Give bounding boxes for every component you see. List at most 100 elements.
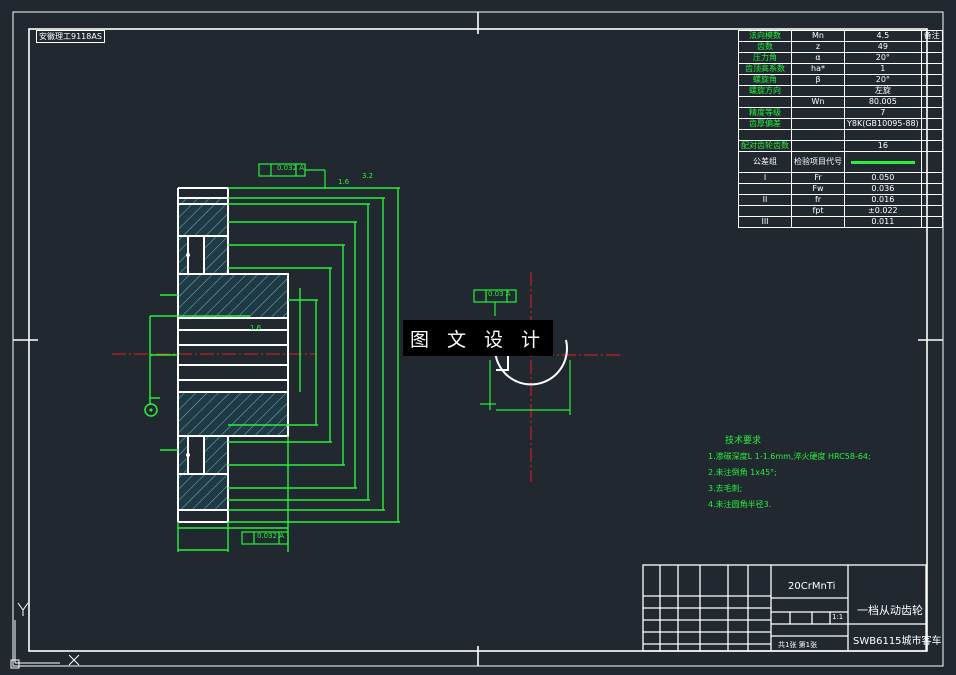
param-table-cell	[738, 129, 792, 141]
param-table-cell: 1	[844, 63, 922, 75]
green-bar-marker	[851, 160, 915, 164]
param-table-cell: fpt	[791, 205, 845, 217]
watermark-banner: 图 文 设 计	[403, 320, 553, 356]
sheet-label: 共1张 第1张	[778, 641, 818, 649]
param-table-cell	[920, 183, 943, 195]
part-name-label: 一档从动齿轮	[857, 604, 923, 617]
tech-requirement-item: 1.渗碳深度L 1-1.6mm,淬火硬度 HRC58-64;	[708, 452, 871, 461]
param-table-cell: β	[791, 74, 845, 86]
param-table-cell	[920, 63, 943, 75]
param-table-cell: 螺旋角	[738, 74, 792, 86]
param-table-cell	[791, 118, 845, 130]
param-table-cell	[791, 85, 845, 97]
tech-requirement-item: 4.未注圆角半径3.	[708, 500, 772, 509]
roughness-label-1: 1.6	[338, 178, 350, 186]
param-table-cell	[791, 129, 845, 141]
param-table-cell: ha*	[791, 63, 845, 75]
param-table-cell: 80.005	[844, 96, 922, 108]
param-table-row: 配对齿轮齿数 16	[738, 140, 943, 152]
param-table-cell	[920, 151, 943, 173]
param-table-cell: 7	[844, 107, 922, 119]
param-table-cell	[920, 172, 943, 184]
param-table-cell	[920, 194, 943, 206]
param-table-row: 公差组检验项目代号	[738, 151, 943, 173]
param-table-cell: 16	[844, 140, 922, 152]
param-table-cell	[920, 129, 943, 141]
param-table-cell: 压力角	[738, 52, 792, 64]
param-table-cell: Wn	[791, 96, 845, 108]
param-table-cell: 0.036	[844, 183, 922, 195]
param-table-cell: III	[738, 216, 792, 228]
param-table-row: fpt±0.022	[738, 205, 943, 217]
param-table-cell: 备注	[920, 30, 943, 42]
param-table-cell: 20°	[844, 74, 922, 86]
title-block	[642, 564, 927, 652]
scale-label: 1:1	[832, 613, 844, 621]
param-table-cell: 齿厚偏差	[738, 118, 792, 130]
param-table-cell	[920, 41, 943, 53]
datum-a-marker	[144, 403, 158, 417]
param-table-row: 齿厚偏差 Y8K(GB10095-88)	[738, 118, 943, 130]
param-table-cell: 螺旋方向	[738, 85, 792, 97]
material-label: 20CrMnTi	[788, 581, 836, 592]
drawing-id-label: 安徽理工9118AS	[36, 30, 105, 43]
tolerance-text-keyway: 0.03 A	[488, 290, 511, 298]
param-table-cell: Fw	[791, 183, 845, 195]
tolerance-frame-bottom	[241, 531, 289, 545]
param-table-cell: 公差组	[738, 151, 792, 173]
param-table-cell: 法向模数	[738, 30, 792, 42]
param-table-cell: 检验项目代号	[791, 151, 845, 173]
param-table-cell: Y8K(GB10095-88)	[844, 118, 922, 130]
param-table-cell	[920, 74, 943, 86]
param-table-cell	[738, 205, 792, 217]
param-table-cell	[920, 216, 943, 228]
param-table-cell: 0.050	[844, 172, 922, 184]
param-table-cell	[920, 118, 943, 130]
param-table-row	[738, 129, 943, 141]
param-table-cell	[920, 52, 943, 64]
param-table-row: III 0.011	[738, 216, 943, 228]
assembly-name-label: SWB6115城市客车	[853, 636, 942, 647]
dimension-lines	[149, 187, 400, 552]
tolerance-frame-keyway	[473, 289, 517, 316]
param-table-cell: 配对齿轮齿数	[738, 140, 792, 152]
param-table-cell	[791, 140, 845, 152]
param-table-cell	[791, 107, 845, 119]
param-table-cell: Fr	[791, 172, 845, 184]
param-table-cell: 49	[844, 41, 922, 53]
param-table-cell: 左旋	[844, 85, 922, 97]
param-table-cell	[920, 96, 943, 108]
param-table-cell: 0.016	[844, 194, 922, 206]
param-table-cell: I	[738, 172, 792, 184]
ucs-icon	[10, 602, 80, 669]
param-table-cell	[738, 96, 792, 108]
roughness-label-2: 3.2	[362, 172, 374, 180]
param-table-cell: 齿顶高系数	[738, 63, 792, 75]
param-table-cell	[920, 205, 943, 217]
tolerance-text-top: 0.032 A	[277, 164, 305, 172]
tech-requirement-item: 3.去毛刺;	[708, 484, 743, 493]
param-table-cell: 20°	[844, 52, 922, 64]
param-table-cell: ±0.022	[844, 205, 922, 217]
param-table-cell: fr	[791, 194, 845, 206]
param-table-cell: II	[738, 194, 792, 206]
tolerance-frame-top	[258, 163, 326, 188]
param-table-cell: Mn	[791, 30, 845, 42]
param-table-cell	[738, 183, 792, 195]
param-table-cell	[920, 107, 943, 119]
param-table-cell: 4.5	[844, 30, 922, 42]
param-table-cell: 0.011	[844, 216, 922, 228]
param-table-cell: 齿数	[738, 41, 792, 53]
tolerance-text-bottom: 0.032 A	[257, 532, 285, 540]
param-table-cell	[844, 151, 922, 173]
